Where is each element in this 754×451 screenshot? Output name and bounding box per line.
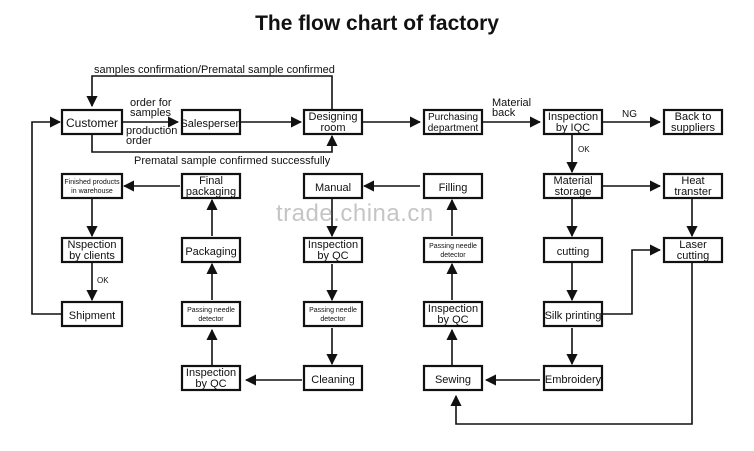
node-finished-products-line2: in warehouse	[71, 188, 113, 195]
node-final-packaging-line1: Final	[199, 175, 223, 187]
node-sewing: Sewing	[422, 364, 484, 392]
node-packaging: Packaging	[180, 236, 242, 264]
node-purchasing-line1: Purchasing	[428, 112, 478, 123]
node-customer-label: Customer	[66, 116, 118, 130]
node-passing-needle-packaging-line2: detector	[198, 316, 224, 323]
node-inspection-qc-sewing-line1: Inspection	[428, 303, 478, 315]
node-inspection-iqc-line2: by IQC	[556, 122, 590, 134]
node-cutting: cutting	[542, 236, 604, 264]
node-silk-printing-label: Silk printing	[545, 310, 602, 322]
node-embroidery-label: Embroidery	[545, 374, 602, 386]
label-production-order-2: order	[126, 135, 152, 147]
node-laser-cutting-line1: Laser	[679, 239, 707, 251]
node-back-to-suppliers-line1: Back to	[675, 111, 712, 123]
node-salespersen-label: Salespersen	[180, 118, 241, 130]
label-premetal-confirmed: Prematal sample confirmed successfully	[134, 155, 331, 167]
node-inspection-qc-manual-line1: Inspection	[308, 239, 358, 251]
node-embroidery: Embroidery	[542, 364, 604, 392]
nodes: Customer Salespersen Designing room Purc…	[60, 108, 724, 392]
node-designing-room-line2: room	[320, 122, 345, 134]
node-filling: Filling	[422, 172, 484, 200]
label-ng: NG	[622, 109, 637, 120]
node-filling-label: Filling	[439, 182, 468, 194]
node-passing-needle-filling-line1: Passing needle	[429, 243, 477, 250]
node-sewing-label: Sewing	[435, 374, 471, 386]
node-passing-needle-manual-line2: detector	[320, 316, 346, 323]
edge-labels: samples confirmation/Prematal sample con…	[94, 64, 637, 285]
node-purchasing-line2: department	[428, 123, 479, 134]
node-manual: Manual	[302, 172, 364, 200]
node-final-packaging-line2: packaging	[186, 186, 236, 198]
node-passing-needle-manual: Passing needle detector	[302, 300, 364, 328]
node-packaging-label: Packaging	[185, 246, 236, 258]
node-final-packaging: Final packaging	[180, 172, 242, 200]
node-inspection-qc-cleaning: Inspection by QC	[180, 364, 242, 392]
node-back-to-suppliers-line2: suppliers	[671, 122, 716, 134]
node-heat-transfer-line1: Heat	[681, 175, 704, 187]
node-shipment-label: Shipment	[69, 310, 115, 322]
arrow-designing-to-customer	[86, 75, 333, 110]
node-passing-needle-filling-line2: detector	[440, 252, 466, 259]
node-nspection-clients-line2: by clients	[69, 250, 115, 262]
node-designing-room-line1: Designing	[309, 111, 358, 123]
label-ok-clients: OK	[97, 276, 109, 285]
node-material-storage: Material storage	[542, 172, 604, 200]
label-order-for-samples-2: samples	[130, 107, 171, 119]
node-cleaning-label: Cleaning	[311, 374, 354, 386]
node-silk-printing: Silk printing	[542, 300, 604, 328]
label-ok-iqc: OK	[578, 145, 590, 154]
node-salespersen: Salespersen	[180, 108, 242, 136]
node-passing-needle-manual-line1: Passing needle	[309, 307, 357, 314]
node-manual-label: Manual	[315, 182, 351, 194]
node-inspection-qc-manual: Inspection by QC	[302, 236, 364, 264]
watermark: trade.china.cn	[276, 200, 434, 227]
arrow-silk-to-laser	[602, 244, 662, 315]
arrow-customer-to-designing	[91, 134, 338, 153]
node-material-storage-line2: storage	[555, 186, 592, 198]
label-samples-confirmation: samples confirmation/Prematal sample con…	[94, 64, 335, 76]
node-inspection-iqc-line1: Inspection	[548, 111, 598, 123]
node-nspection-clients: Nspection by clients	[60, 236, 124, 264]
node-laser-cutting: Laser cutting	[662, 236, 724, 264]
connectors	[31, 75, 698, 425]
node-inspection-qc-cleaning-line1: Inspection	[186, 367, 236, 379]
node-cleaning: Cleaning	[302, 364, 364, 392]
node-passing-needle-filling: Passing needle detector	[422, 236, 484, 264]
node-inspection-qc-manual-line2: by QC	[317, 250, 348, 262]
node-inspection-qc-cleaning-line2: by QC	[195, 378, 226, 390]
label-order-for-samples-1: order for	[130, 97, 172, 109]
node-shipment: Shipment	[60, 300, 124, 328]
node-back-to-suppliers: Back to suppliers	[662, 108, 724, 136]
node-passing-needle-packaging-line1: Passing needle	[187, 307, 235, 314]
node-nspection-clients-line1: Nspection	[68, 239, 117, 251]
node-designing-room: Designing room	[302, 108, 364, 136]
node-finished-products: Finished products in warehouse	[60, 172, 124, 200]
label-material-back-1: Material	[492, 97, 531, 109]
node-purchasing-department: Purchasing department	[422, 108, 484, 136]
node-material-storage-line1: Material	[553, 175, 592, 187]
node-laser-cutting-line2: cutting	[677, 250, 709, 262]
node-heat-transfer: Heat transter	[662, 172, 724, 200]
arrow-laser-to-sewing	[450, 262, 693, 425]
page-title: The flow chart of factory	[255, 12, 499, 35]
node-inspection-qc-sewing-line2: by QC	[437, 314, 468, 326]
node-customer: Customer	[60, 108, 124, 136]
node-inspection-iqc: Inspection by IQC	[542, 108, 604, 136]
node-cutting-label: cutting	[557, 246, 589, 258]
label-material-back-2: back	[492, 107, 516, 119]
label-production-order-1: production	[126, 125, 177, 137]
node-heat-transfer-line2: transter	[674, 186, 712, 198]
node-inspection-qc-sewing: Inspection by QC	[422, 300, 484, 328]
arrow-shipment-to-customer	[31, 116, 62, 315]
node-passing-needle-packaging: Passing needle detector	[180, 300, 242, 328]
node-finished-products-line1: Finished products	[64, 179, 120, 186]
